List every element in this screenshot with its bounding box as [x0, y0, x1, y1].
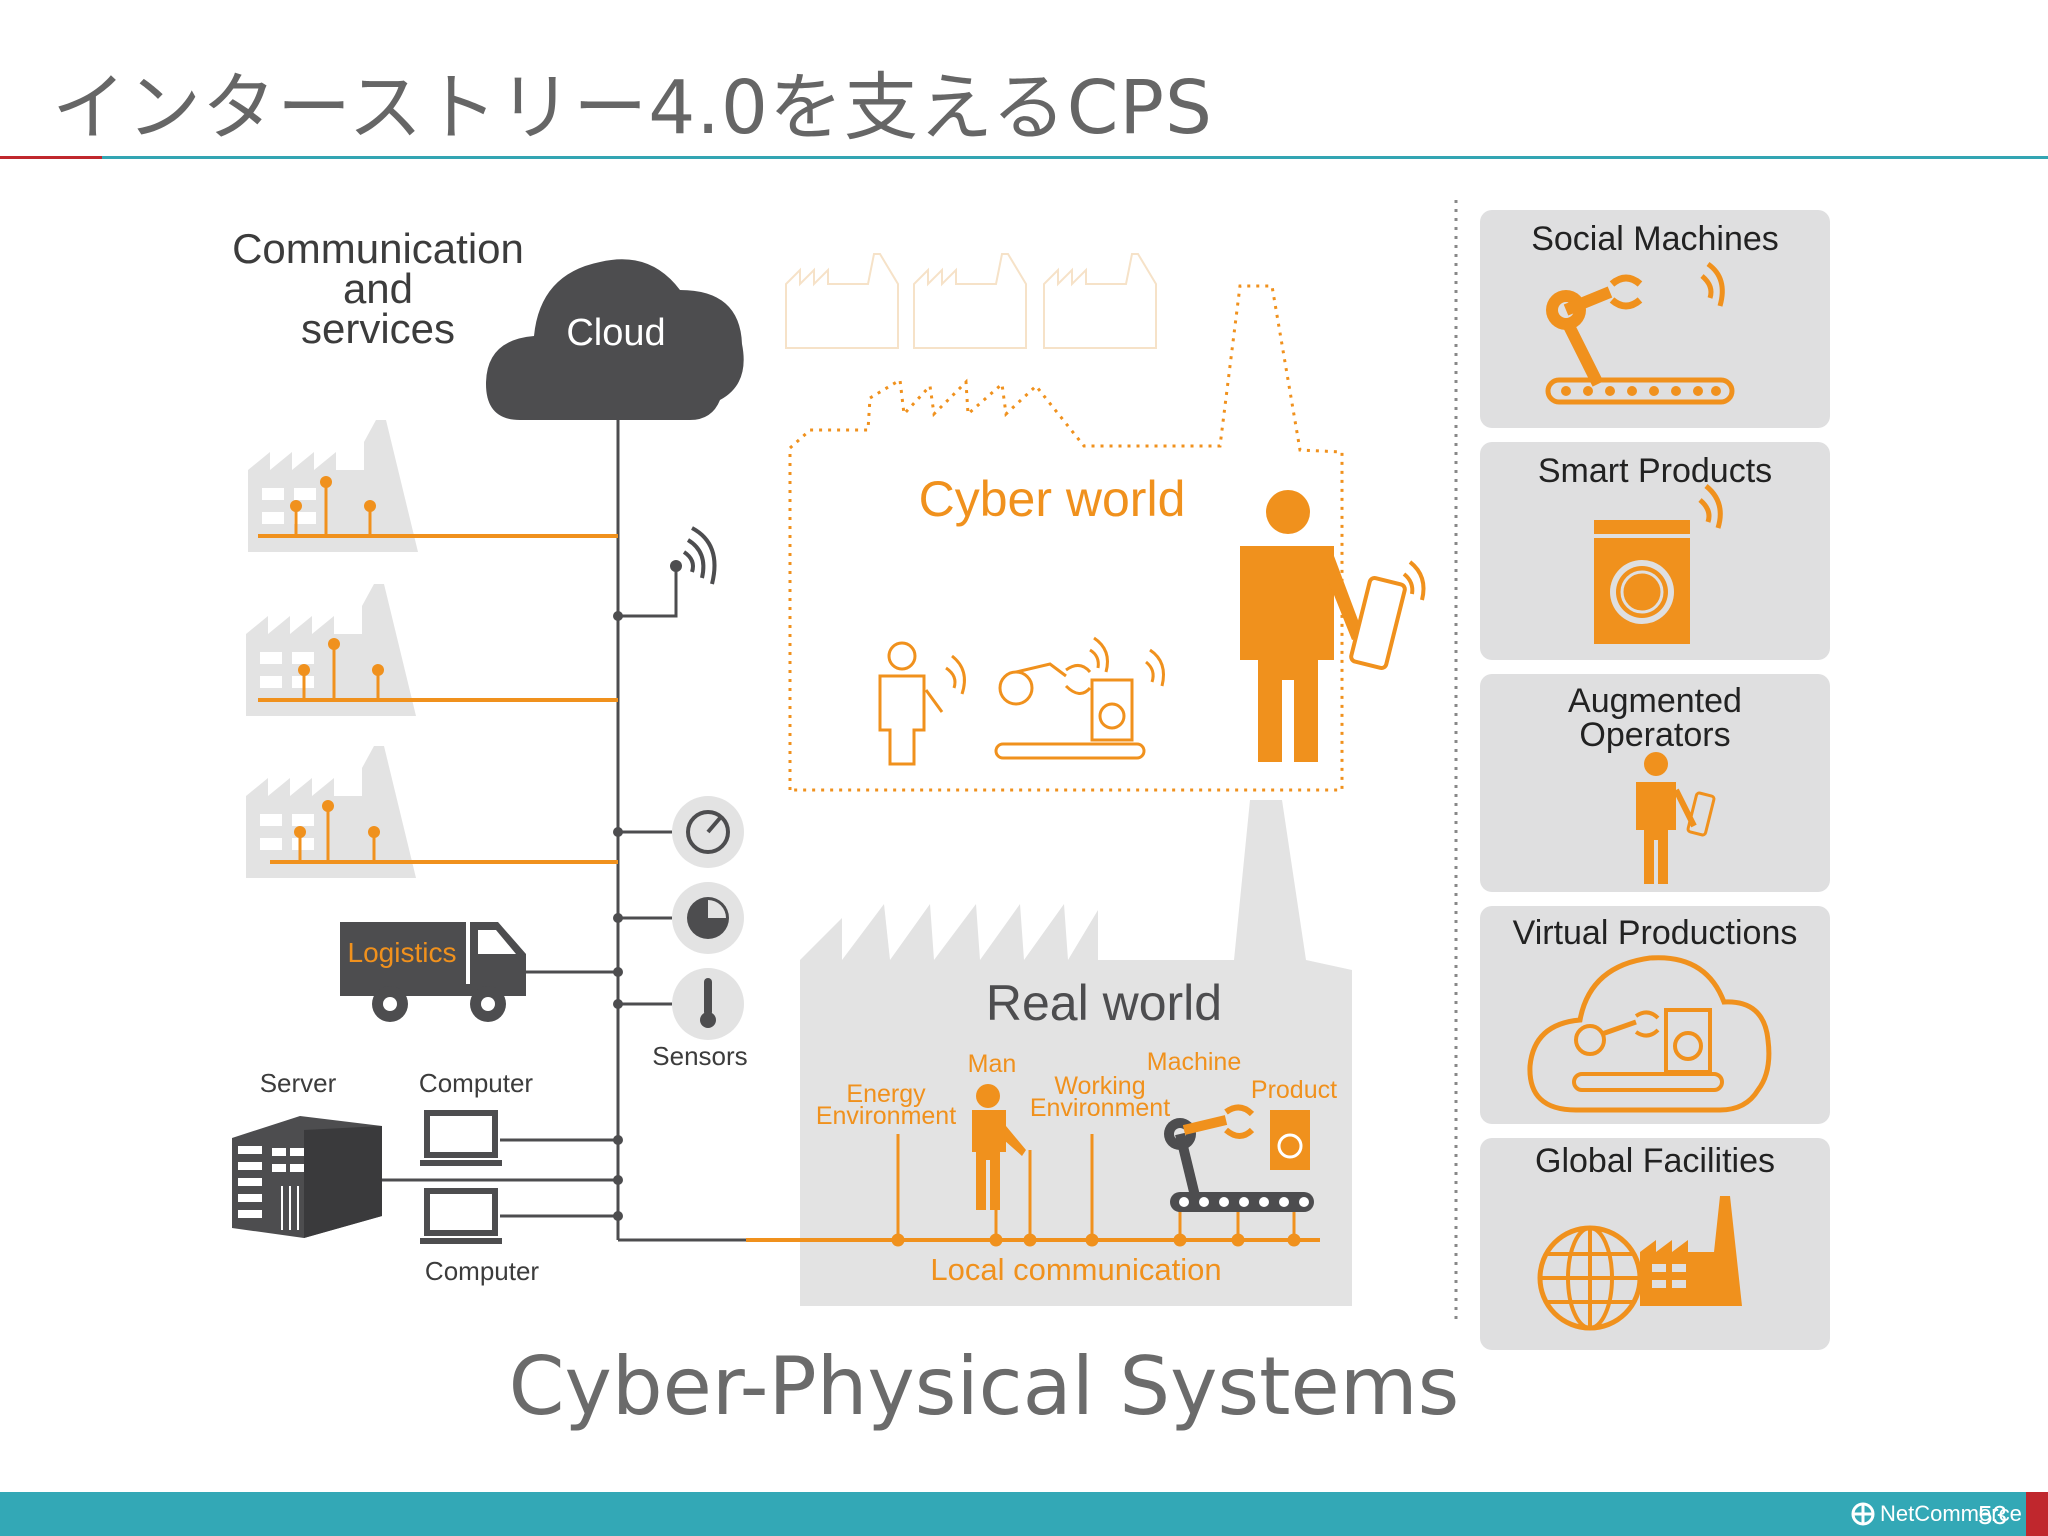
- svg-text:Product: Product: [1251, 1076, 1337, 1104]
- worker-icon: [972, 1084, 1026, 1210]
- title-divider: [0, 156, 2048, 159]
- logistics-label: Logistics: [348, 937, 457, 968]
- robot-outline-icon: [994, 636, 1165, 760]
- cyber-world-area: Cyber world: [788, 284, 1344, 792]
- svg-text:Smart Products: Smart Products: [1538, 452, 1772, 490]
- server-label: Server: [260, 1068, 337, 1098]
- wireless-icon: [613, 526, 717, 621]
- factory-icon: [248, 420, 618, 552]
- real-world-area: Real world: [800, 800, 1352, 1306]
- factory-icon: [246, 746, 618, 878]
- logistics-truck-icon: Logistics: [340, 922, 623, 1022]
- svg-text:Working: Working: [1054, 1072, 1145, 1100]
- logo-mark-icon: [1851, 1502, 1875, 1526]
- communication-services-label: Communication and services: [232, 225, 524, 352]
- svg-text:Augmented: Augmented: [1568, 682, 1742, 720]
- svg-text:Global Facilities: Global Facilities: [1535, 1142, 1775, 1180]
- computer-bottom-label: Computer: [425, 1256, 539, 1286]
- svg-text:Energy: Energy: [846, 1080, 926, 1108]
- panel-smart-products: Smart Products: [1480, 442, 1830, 660]
- svg-text:Machine: Machine: [1147, 1048, 1242, 1076]
- operator-phone-icon: [1636, 752, 1716, 884]
- panel-virtual-productions: Virtual Productions: [1480, 906, 1830, 1124]
- faint-factories: [785, 253, 1157, 349]
- footer-bar: [0, 1492, 2026, 1536]
- machine-robot-icon: [1164, 1104, 1314, 1212]
- company-logo: NetCommerce: [1850, 1500, 2022, 1528]
- person-with-phone-icon: [1240, 490, 1426, 762]
- real-world-labels: Man Machine Product Energy Environment W…: [816, 1048, 1337, 1287]
- svg-text:Environment: Environment: [1030, 1094, 1170, 1122]
- server-icon: [232, 1116, 382, 1238]
- computer-top-label: Computer: [419, 1068, 533, 1098]
- svg-text:services: services: [301, 305, 455, 352]
- footer-accent: [2026, 1492, 2048, 1536]
- operator-outline-icon: [878, 641, 966, 766]
- panel-augmented-operators: Augmented Operators: [1480, 674, 1830, 892]
- svg-text:Man: Man: [968, 1050, 1017, 1078]
- cyber-world-label: Cyber world: [919, 471, 1186, 527]
- local-communication-label: Local communication: [930, 1252, 1221, 1287]
- svg-text:Social Machines: Social Machines: [1531, 220, 1779, 258]
- cloud-production-icon: [1527, 955, 1772, 1113]
- svg-text:Virtual Productions: Virtual Productions: [1513, 914, 1798, 952]
- svg-text:Communication: Communication: [232, 225, 524, 272]
- logo-text: NetCommerce: [1880, 1501, 2022, 1526]
- cloud-icon: Cloud: [486, 259, 744, 420]
- computer-icon: [420, 1188, 623, 1244]
- robot-arm-icon: [1545, 261, 1735, 405]
- slide-title: インターストリー4.0を支えるCPS: [52, 65, 1214, 151]
- title-divider-accent: [0, 156, 102, 159]
- svg-text:and: and: [343, 265, 413, 312]
- pressure-gauge-icon: [613, 796, 744, 868]
- diagram-caption: Cyber-Physical Systems: [508, 1340, 1460, 1433]
- svg-text:Environment: Environment: [816, 1102, 956, 1130]
- real-world-label: Real world: [986, 975, 1222, 1031]
- cloud-label: Cloud: [566, 312, 665, 354]
- computer-icon: [420, 1110, 623, 1166]
- page-number: 53: [1978, 1500, 2007, 1530]
- panel-global-facilities: Global Facilities: [1480, 1138, 1830, 1350]
- panel-social-machines: Social Machines: [1480, 210, 1830, 428]
- thermometer-sensor-icon: [613, 968, 744, 1040]
- washing-machine-icon: [1594, 484, 1723, 644]
- globe-factory-icon: [1537, 1196, 1742, 1331]
- svg-text:Operators: Operators: [1579, 716, 1730, 754]
- cps-diagram: Communication and services Cloud: [232, 200, 1830, 1350]
- sensors-label: Sensors: [652, 1041, 747, 1071]
- clock-sensor-icon: [613, 882, 744, 954]
- factory-icon: [246, 584, 618, 716]
